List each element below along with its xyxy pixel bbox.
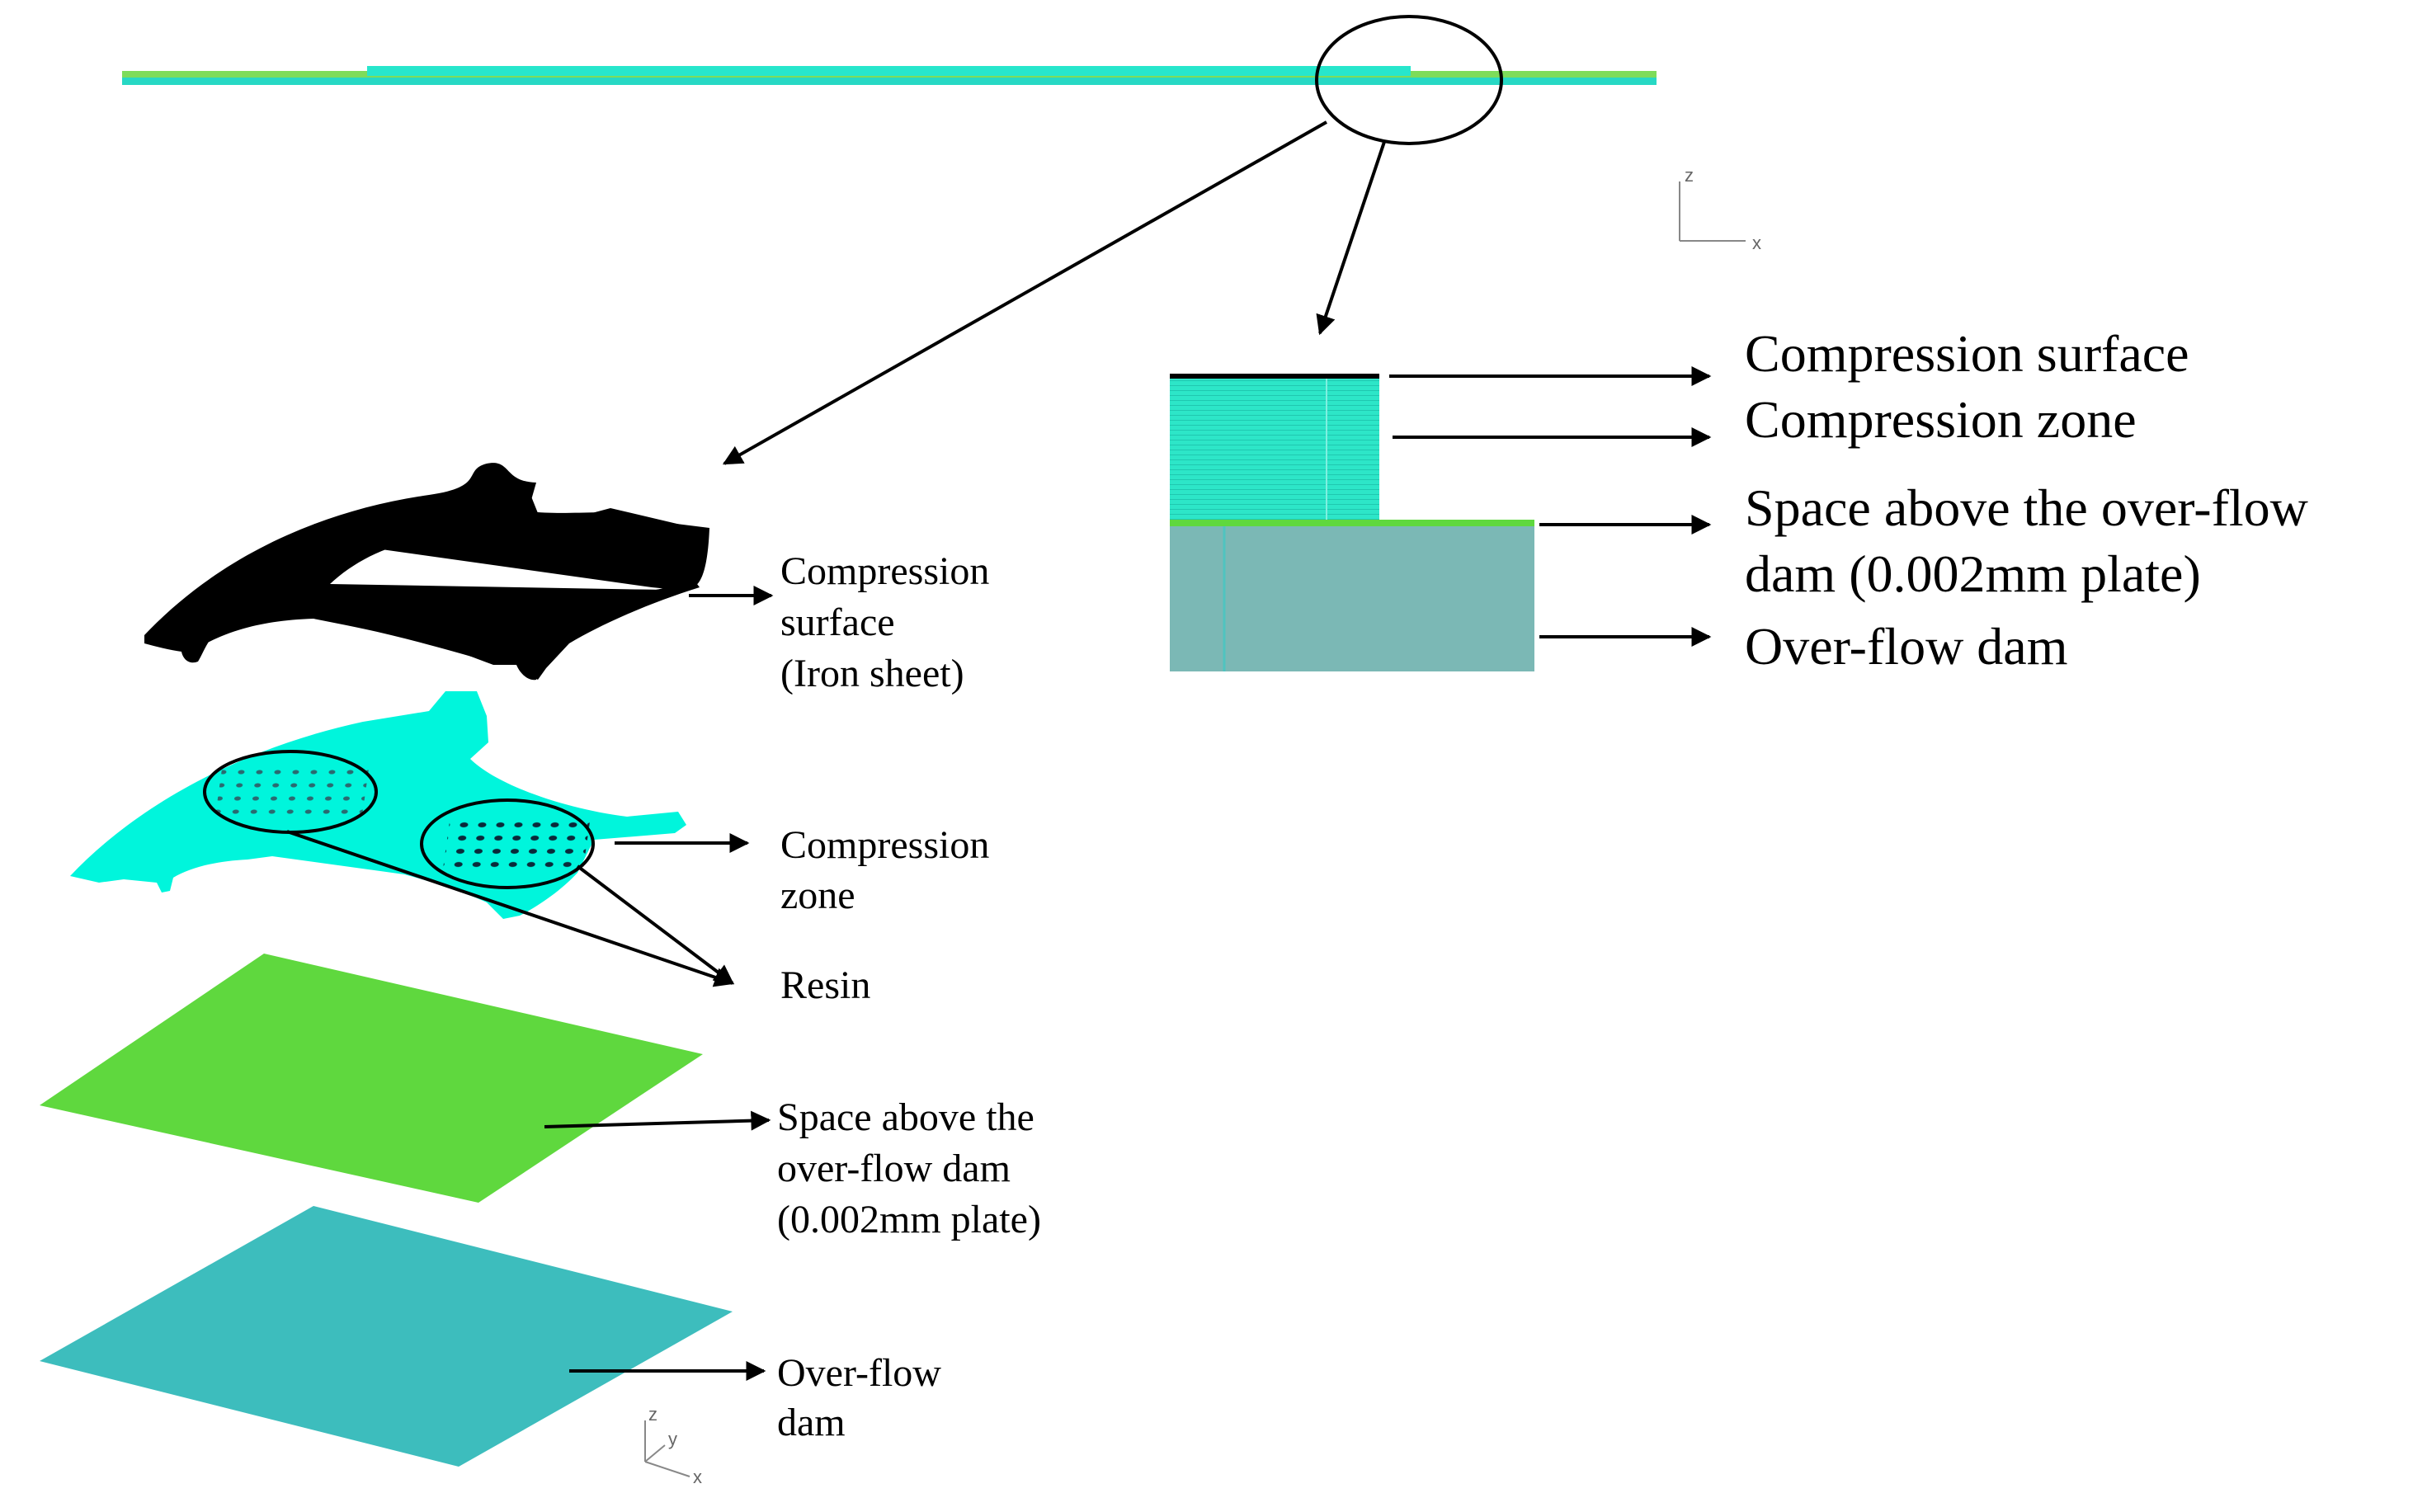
axis-triad-top: z x <box>1679 165 1761 253</box>
label-space-plate-line1: Space above the <box>777 1095 1034 1139</box>
zoom-arrow-to-exploded <box>722 120 1327 465</box>
zoom-compression-zone-block <box>1170 376 1379 523</box>
zoom-circle <box>1315 15 1503 145</box>
compression-surface-t-shape <box>147 488 700 680</box>
side-view-cyan-layer <box>122 78 1657 85</box>
zoom-arrow-to-detail <box>1316 141 1386 336</box>
label-zoom-space-plate-line2: dam (0.002mm plate) <box>1745 544 2201 603</box>
label-space-plate-line3: (0.002mm plate) <box>777 1198 1041 1241</box>
axis-y-label-bottom: y <box>668 1429 677 1449</box>
label-compression-zone-line2: zone <box>780 874 855 917</box>
label-compression-surface-line1: Compression <box>780 549 989 593</box>
label-compression-zone-line1: Compression <box>780 823 989 867</box>
side-view-zone-layer <box>367 66 1411 76</box>
zoom-cross-section <box>1170 374 1534 671</box>
label-zoom-compression-zone: Compression zone <box>1745 390 2137 449</box>
axis-z-label-bottom: z <box>648 1404 657 1425</box>
resin-circle-right <box>420 798 595 889</box>
resin-patch-right <box>442 822 591 874</box>
compression-zone-sheet <box>70 691 686 919</box>
label-resin: Resin <box>780 963 870 1007</box>
compression-surface-sheet <box>144 463 709 681</box>
label-zoom-overflow-dam: Over-flow dam <box>1745 617 2067 676</box>
label-space-plate-line2: over-flow dam <box>777 1147 1011 1190</box>
label-compression-surface-line2: surface <box>780 601 895 644</box>
arrow-space-plate <box>544 1110 771 1131</box>
resin-leader-right <box>576 864 734 985</box>
axis-x-label: x <box>1752 233 1761 253</box>
axis-z-label: z <box>1685 165 1694 186</box>
resin-leader-left <box>286 830 735 987</box>
axis-triad-bottom: z y x <box>644 1404 702 1487</box>
zoom-overflow-dam-block <box>1170 526 1534 671</box>
label-overflow-dam-line1: Over-flow <box>777 1351 941 1395</box>
axis-x-label-bottom: x <box>693 1467 702 1487</box>
label-zoom-space-plate-line1: Space above the over-flow <box>1745 478 2308 537</box>
overflow-dam-sheet <box>40 1206 733 1467</box>
label-compression-surface-line3: (Iron sheet) <box>780 652 964 695</box>
label-overflow-dam-line2: dam <box>777 1401 846 1444</box>
resin-patch-left <box>215 762 370 815</box>
zoom-space-plate-line <box>1170 520 1534 526</box>
label-zoom-compression-surface: Compression surface <box>1745 324 2189 383</box>
side-view-strip <box>122 66 1657 85</box>
space-plate-sheet <box>40 954 703 1203</box>
